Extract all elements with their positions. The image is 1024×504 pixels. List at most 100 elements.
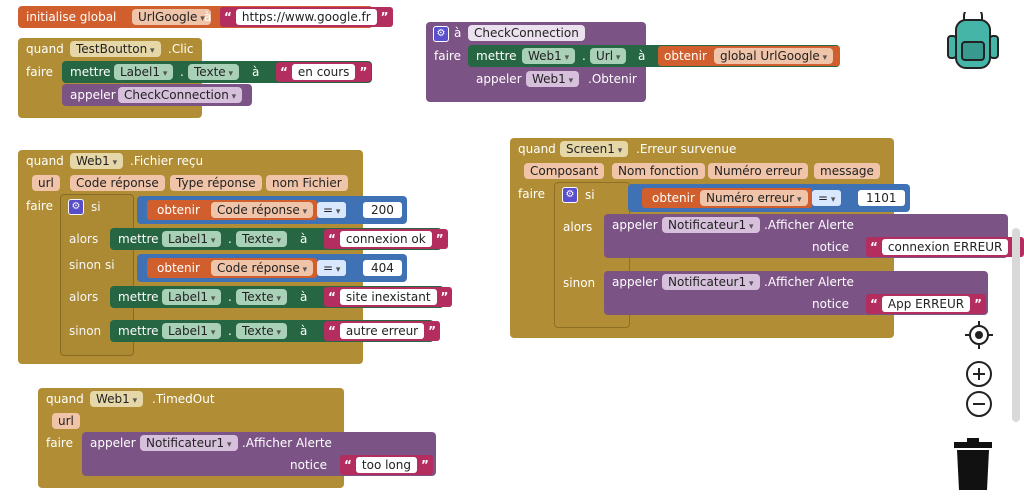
set-label-block-1[interactable]: mettre Label1 . Texte à “connexion ok” [110,228,448,250]
set-label-block-2[interactable]: mettre Label1 . Texte à “site inexistant… [110,286,453,308]
web-dropdown[interactable]: Web1 [526,71,580,87]
mutator-gear-icon[interactable]: ⚙ [562,187,578,203]
text-value[interactable]: site inexistant [339,289,437,305]
notifier-dropdown[interactable]: Notificateur1 [140,435,238,451]
param-code-reponse[interactable]: Code réponse [70,175,165,191]
method-name: .Afficher Alerte [764,218,854,232]
param-type-reponse[interactable]: Type réponse [170,175,262,191]
notice-label: notice [812,240,849,254]
event-name: .TimedOut [152,392,215,406]
var-dropdown[interactable]: Code réponse [211,260,314,276]
text-block[interactable]: “en cours” [276,62,372,82]
a-label: à [638,49,646,63]
global-var-dropdown[interactable]: global UrlGoogle [714,48,834,64]
url-text-block[interactable]: “https://www.google.fr” [220,7,393,27]
mutator-gear-icon[interactable]: ⚙ [68,199,84,215]
recenter-icon[interactable] [964,320,994,350]
var-dropdown[interactable]: Numéro erreur [700,190,808,206]
prop-dropdown[interactable]: Url [590,48,627,64]
quand-label: quand [26,154,64,168]
proc-dropdown[interactable]: CheckConnection [118,87,243,103]
zoom-in-icon[interactable] [964,359,994,389]
dot-label: . [180,65,184,79]
param-numero-erreur[interactable]: Numéro erreur [708,163,809,179]
faire-label: faire [518,187,545,201]
mettre-label: mettre [70,65,111,79]
compare-block-2[interactable]: obtenir Code réponse = 404 [137,254,407,282]
quand-label: quand [26,42,64,56]
call-notifier-block-sinon[interactable]: appeler Notificateur1 .Afficher Alerte n… [604,271,988,315]
get-code-block[interactable]: obtenir Code réponse [147,200,317,220]
param-message[interactable]: message [814,163,880,179]
number-value[interactable]: 200 [363,202,402,218]
set-label-block-3[interactable]: mettre Label1 . Texte à “autre erreur” [110,320,441,342]
event-name: .Fichier reçu [130,154,204,168]
set-web-url-block[interactable]: mettre Web1 . Url à obtenir global UrlGo… [468,45,840,67]
set-label-text-block[interactable]: mettre Label1 . Texte à “en cours” [62,61,372,83]
compare-block-erreur[interactable]: obtenir Numéro erreur = 1101 [628,184,910,212]
operator-dropdown[interactable]: = [812,190,842,206]
component-dropdown[interactable]: TestBoutton [70,41,161,57]
operator-dropdown[interactable]: = [317,260,347,276]
call-checkconnection-block[interactable]: appeler CheckConnection [62,84,252,106]
text-block[interactable]: “App ERREUR” [866,294,986,314]
text-value[interactable]: autre erreur [339,323,425,339]
label-dropdown[interactable]: Label1 [162,231,222,247]
prop-dropdown[interactable]: Texte [236,323,288,339]
a-label: à [300,290,308,304]
text-block[interactable]: “connexion ERREUR” [866,237,1024,257]
text-value[interactable]: connexion ok [339,231,432,247]
proc-name-field[interactable]: CheckConnection [468,25,585,41]
notifier-dropdown[interactable]: Notificateur1 [662,217,760,233]
global-var-name[interactable]: UrlGoogle [132,9,211,25]
notifier-dropdown[interactable]: Notificateur1 [662,274,760,290]
component-dropdown[interactable]: Screen1 [560,141,629,157]
call-web-obtenir-block[interactable]: appeler Web1 .Obtenir [468,68,644,90]
get-code-block[interactable]: obtenir Code réponse [147,258,317,278]
alors-label: alors [563,220,593,234]
param-nom-fichier[interactable]: nom Fichier [266,175,348,191]
prop-dropdown[interactable]: Texte [236,231,288,247]
param-composant[interactable]: Composant [524,163,605,179]
text-block[interactable]: “connexion ok” [324,229,448,249]
dot-label: . [582,49,586,63]
var-dropdown[interactable]: Code réponse [211,202,314,218]
text-value[interactable]: en cours [291,64,356,80]
mutator-gear-icon[interactable]: ⚙ [433,26,449,42]
operator-dropdown[interactable]: = [317,202,347,218]
text-value[interactable]: App ERREUR [881,296,971,312]
number-value[interactable]: 404 [363,260,402,276]
call-notifier-block-timeout[interactable]: appeler Notificateur1 .Afficher Alerte n… [82,432,436,476]
text-block[interactable]: “too long” [340,455,433,475]
get-global-block[interactable]: obtenir global UrlGoogle [658,46,840,66]
get-numero-block[interactable]: obtenir Numéro erreur [642,188,812,208]
text-block[interactable]: “autre erreur” [324,321,441,341]
alors-label: alors [69,232,99,246]
prop-dropdown[interactable]: Texte [188,64,240,80]
label-dropdown[interactable]: Label1 [162,323,222,339]
global-init-block[interactable]: initialise global UrlGoogle à “https://w… [18,6,393,28]
number-value[interactable]: 1101 [858,190,905,206]
param-nom-fonction[interactable]: Nom fonction [612,163,705,179]
text-value[interactable]: connexion ERREUR [881,239,1009,255]
prop-dropdown[interactable]: Texte [236,289,288,305]
trash-icon[interactable] [952,438,994,492]
label-dropdown[interactable]: Label1 [114,64,174,80]
zoom-out-icon[interactable] [964,389,994,419]
url-text-value[interactable]: https://www.google.fr [235,9,377,25]
backpack-icon[interactable] [942,12,1004,72]
faire-label: faire [46,436,73,450]
compare-block-1[interactable]: obtenir Code réponse = 200 [137,196,407,224]
vertical-scrollbar[interactable] [1012,228,1020,422]
param-url[interactable]: url [52,413,80,429]
component-dropdown[interactable]: Web1 [70,153,124,169]
text-value[interactable]: too long [355,457,417,473]
notice-label: notice [290,458,327,472]
param-url[interactable]: url [32,175,60,191]
web-dropdown[interactable]: Web1 [522,48,576,64]
label-dropdown[interactable]: Label1 [162,289,222,305]
call-notifier-block-alors[interactable]: appeler Notificateur1 .Afficher Alerte n… [604,214,1024,258]
component-dropdown[interactable]: Web1 [90,391,144,407]
text-block[interactable]: “site inexistant” [324,287,453,307]
